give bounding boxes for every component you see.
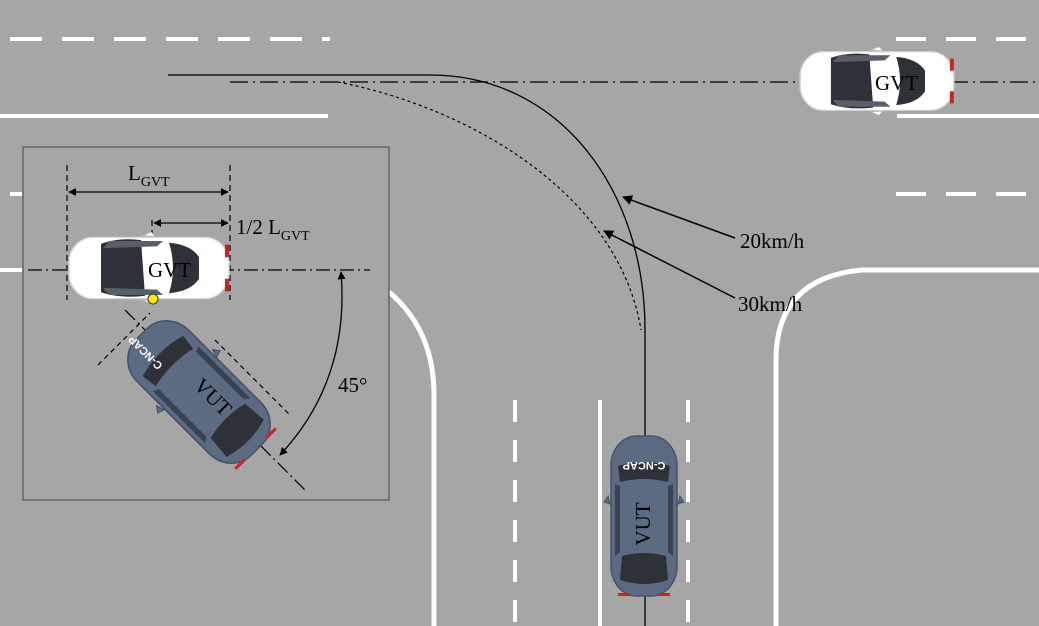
label-l: L bbox=[128, 161, 141, 185]
angle-arc bbox=[279, 271, 346, 456]
path-20kmh bbox=[168, 74, 646, 626]
vut-label-bottom: VUT bbox=[631, 502, 655, 545]
vut-logo-bottom: C-NCAP bbox=[623, 459, 666, 471]
path-30kmh bbox=[337, 81, 642, 331]
gvt-label-top-right: GVT bbox=[875, 71, 918, 95]
label-l-gvt: LGVT bbox=[128, 161, 170, 190]
arrow-30kmh bbox=[603, 230, 736, 299]
detail-inset: LGVT 1/2 LGVT GVT VUT C-NCAP 45° bbox=[22, 146, 390, 501]
speed-label-30kmh: 30km/h bbox=[738, 292, 803, 316]
curb-right-corner bbox=[773, 267, 1039, 626]
impact-point bbox=[147, 293, 159, 305]
label-half-l-gvt: 1/2 LGVT bbox=[236, 215, 310, 244]
label-half-l: 1/2 L bbox=[236, 215, 281, 239]
angle-label: 45° bbox=[338, 373, 367, 397]
arrow-20kmh bbox=[622, 195, 736, 239]
vut-edge-line-1 bbox=[97, 312, 151, 366]
curb-left-corner bbox=[387, 290, 437, 626]
label-half-l-subscript: GVT bbox=[281, 229, 310, 244]
speed-label-20kmh: 20km/h bbox=[740, 229, 805, 253]
gvt-label-inset: GVT bbox=[148, 258, 191, 282]
label-l-subscript: GVT bbox=[141, 175, 170, 190]
